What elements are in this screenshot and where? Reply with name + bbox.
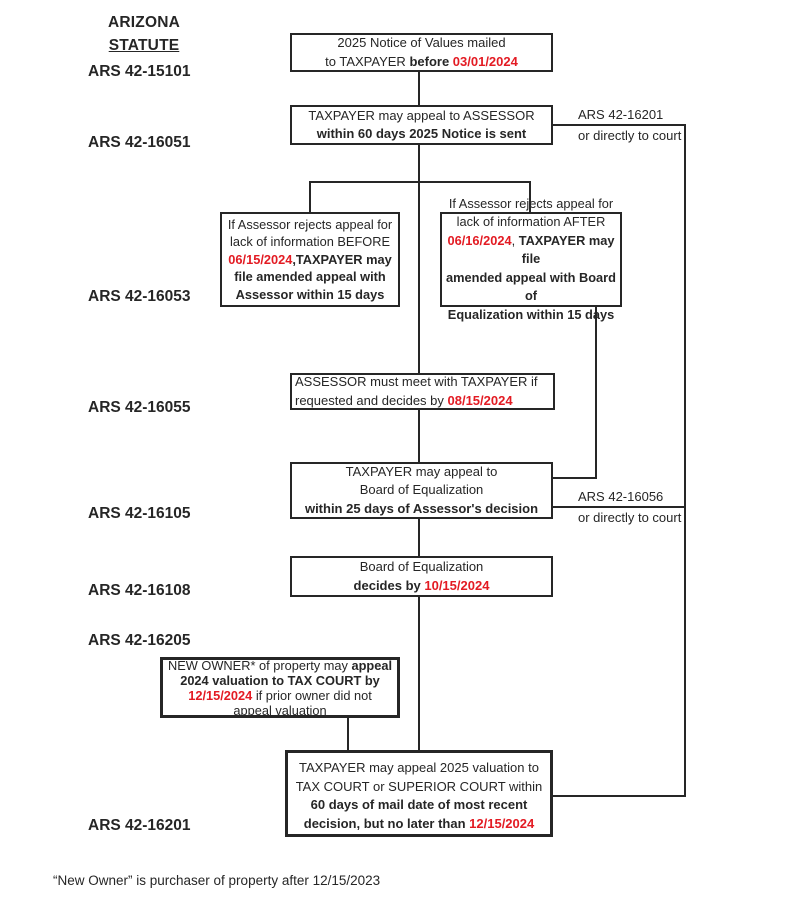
branch-label-mid-statute: ARS 42-16056: [578, 489, 664, 504]
connector-court-right-vertical: [684, 124, 686, 797]
connector-newowner-to-court: [347, 718, 349, 750]
statute-column-header: ARIZONA STATUTE: [84, 11, 204, 57]
connector-split-horizontal: [309, 181, 531, 183]
statute-label-42-16053: ARS 42-16053: [88, 288, 191, 305]
connector-decides-to-court: [418, 597, 420, 750]
connector-boe-to-decides: [418, 519, 420, 556]
connector-notice-to-appeal: [418, 72, 420, 105]
statute-label-42-16051: ARS 42-16051: [88, 134, 191, 151]
connector-main-vertical-upper: [418, 145, 420, 373]
connector-meet-to-boe: [418, 410, 420, 462]
connector-court-mid-horizontal: [553, 506, 686, 508]
connector-reject-after-to-boe: [553, 477, 597, 479]
statute-label-42-16105: ARS 42-16105: [88, 505, 191, 522]
connector-court-bottom-horizontal: [553, 795, 686, 797]
statute-label-42-16108: ARS 42-16108: [88, 582, 191, 599]
connector-reject-after-drop: [595, 307, 597, 479]
connector-court-top-horizontal: [553, 124, 686, 126]
statute-label-42-16205: ARS 42-16205: [88, 632, 191, 649]
header-statute: STATUTE: [108, 37, 180, 54]
statute-label-42-15101: ARS 42-15101: [88, 63, 191, 80]
branch-label-mid-note: or directly to court: [578, 510, 682, 525]
header-arizona: ARIZONA: [107, 14, 180, 31]
connector-split-left-drop: [309, 181, 311, 212]
connector-split-right-drop: [529, 181, 531, 212]
new-owner-footnote: “New Owner” is purchaser of property aft…: [53, 873, 381, 888]
branch-label-top-statute: ARS 42-16201: [578, 107, 664, 122]
statute-label-42-16055: ARS 42-16055: [88, 399, 191, 416]
branch-label-top-note: or directly to court: [578, 128, 682, 143]
statute-label-42-16201: ARS 42-16201: [88, 817, 191, 834]
